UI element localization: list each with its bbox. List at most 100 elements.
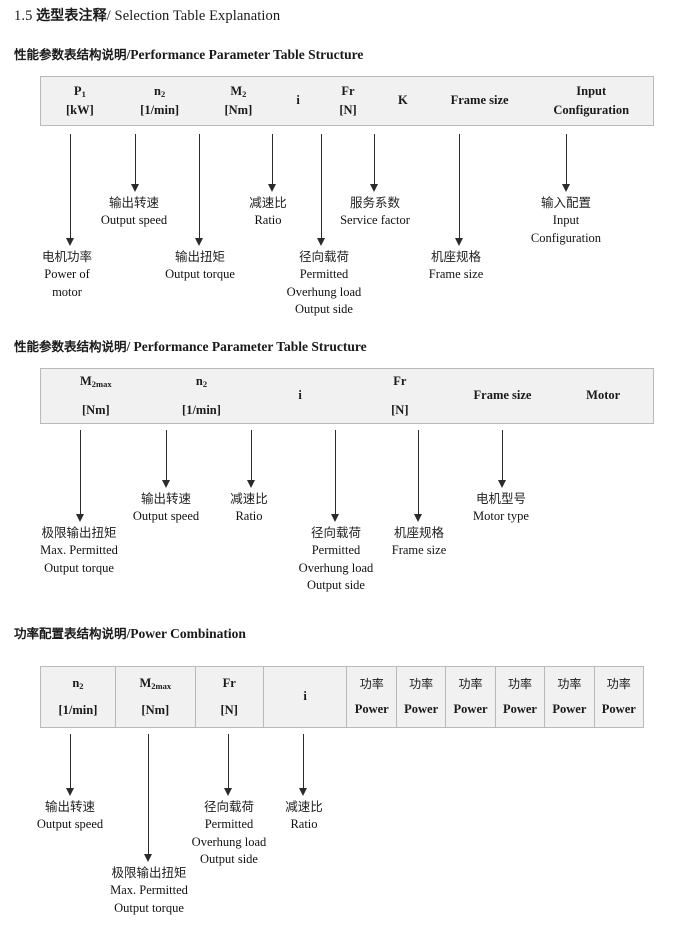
label-permitted-overhung-load: 径向载荷 Permitted Overhung load Output side [286,249,362,317]
table3-col-power-4-en: Power [502,701,537,716]
table2-col-n2-unit: [1/min] [182,403,221,417]
table3-col-power-1-en: Power [354,701,389,716]
table1-col-n2-unit: [1/min] [140,103,180,117]
table3-col-power-5-cn: 功率 [557,677,582,692]
table1-col-frame-size-label: Frame size [450,93,509,108]
section-heading-3-cn: 功率配置表结构说明 [14,626,127,641]
table1-col-m2: M2 [Nm] [200,77,276,125]
table3-col-power-3: 功率 Power [445,667,494,727]
label-service-factor: 服务系数 Service factor [340,195,410,227]
section-heading-3-en: Power Combination [130,626,246,641]
table1-col-k-symbol: K [397,93,408,108]
arrow-to-output-speed [131,134,140,192]
label-input-configuration: 输入配置 Input Configuration [530,195,602,245]
section-heading-1: 性能参数表结构说明/Performance Parameter Table St… [14,44,363,63]
arrow2-to-permitted-overhung-load [331,430,340,522]
table1-col-p1: P1 [kW] [41,77,119,125]
arrow-to-frame-size [455,134,464,246]
arrow3-to-ratio [299,734,308,796]
table3-col-power-6-cn: 功率 [606,677,631,692]
table3-col-m2max-unit: [Nm] [141,703,170,717]
table2-col-n2-symbol: n2 [195,373,208,389]
arrow3-to-output-speed [66,734,75,796]
section-heading-2-cn: 性能参数表结构说明 [14,339,127,354]
table2-col-m2max-unit: [Nm] [81,403,110,417]
arrow2-to-frame-size [414,430,423,522]
section-heading-2-sep: / [126,339,131,354]
table2-col-m2max: M2max [Nm] [41,369,151,423]
table1-col-fr: Fr [N] [320,77,376,125]
performance-parameter-table-2: M2max [Nm] n2 [1/min] i Fr [N] Frame siz… [40,368,654,424]
table3-col-n2-symbol: n2 [72,675,84,691]
table1-col-i: i [276,77,320,125]
label2-motor-type: 电机型号 Motor type [473,491,529,523]
arrow-to-ratio [268,134,277,192]
section-heading-2-en: Performance Parameter Table Structure [133,339,367,354]
arrow-to-power-of-motor [66,134,75,246]
label3-output-speed: 输出转速 Output speed [36,799,104,831]
page-title: 1.5 选型表注释/ Selection Table Explanation [14,5,280,25]
table1-col-input-configuration: Input Configuration [529,77,653,125]
table1-col-frame-size: Frame size [430,77,530,125]
arrow-to-output-torque [195,134,204,246]
table3-col-power-5-en: Power [552,701,587,716]
section-number: 1.5 [14,8,33,24]
table1-col-fr-unit: [N] [339,103,357,117]
label-ratio: 减速比 Ratio [249,195,287,227]
table3-col-power-4: 功率 Power [494,667,544,727]
table2-col-motor: Motor [553,369,653,423]
table3-col-n2: n2 [1/min] [41,667,115,727]
table3-col-fr: Fr [N] [194,667,263,727]
label-frame-size: 机座规格 Frame size [428,249,484,281]
table3-col-power-2-en: Power [404,701,439,716]
table3-col-n2-unit: [1/min] [58,703,98,717]
label-power-of-motor: 电机功率 Power of motor [41,249,92,299]
table3-col-power-1-cn: 功率 [359,677,384,692]
table3-col-m2max-symbol: M2max [139,675,172,691]
section-heading-1-sep: / [126,47,131,62]
arrow2-to-motor-type [498,430,507,488]
arrow3-to-permitted-overhung-load [224,734,233,796]
arrow2-to-output-speed [162,430,171,488]
table3-col-i-symbol: i [303,689,307,704]
table3-col-power-2-cn: 功率 [409,677,434,692]
table3-col-fr-unit: [N] [220,703,238,717]
table1-col-p1-unit: [kW] [65,103,94,117]
table2-col-fr: Fr [N] [348,369,452,423]
label3-permitted-overhung-load: 径向载荷 Permitted Overhung load Output side [191,799,267,867]
arrow2-to-ratio [247,430,256,488]
table3-col-power-5: 功率 Power [544,667,593,727]
arrow3-to-max-permitted-output-torque [144,734,153,862]
table3-col-power-6-en: Power [601,701,636,716]
table2-col-frame-size: Frame size [452,369,554,423]
section-heading-1-cn: 性能参数表结构说明 [14,47,127,62]
table1-col-m2-unit: [Nm] [224,103,253,117]
label2-permitted-overhung-load: 径向载荷 Permitted Overhung load Output side [298,525,374,593]
table1-col-m2-symbol: M2 [230,83,247,99]
label2-ratio: 减速比 Ratio [230,491,268,523]
table3-col-power-1: 功率 Power [346,667,395,727]
table1-col-input-configuration-l2: Configuration [553,103,630,117]
table1-col-fr-symbol: Fr [341,83,355,98]
table3-col-power-3-cn: 功率 [458,677,483,692]
label2-frame-size: 机座规格 Frame size [391,525,447,557]
table2-col-fr-symbol: Fr [393,373,407,388]
label2-max-permitted-output-torque: 极限输出扭矩 Max. Permitted Output torque [40,525,118,575]
table3-col-power-4-cn: 功率 [507,677,532,692]
section-heading-2: 性能参数表结构说明/ Performance Parameter Table S… [14,336,367,355]
table2-col-fr-unit: [N] [391,403,409,417]
performance-parameter-table-1: P1 [kW] n2 [1/min] M2 [Nm] i Fr [N] K Fr… [40,76,654,126]
label-output-torque: 输出扭矩 Output torque [165,249,235,281]
table2-col-m2max-symbol: M2max [79,373,112,389]
table3-col-i: i [262,667,347,727]
label2-output-speed: 输出转速 Output speed [132,491,200,523]
table1-col-k: K [376,77,430,125]
arrow-to-service-factor [370,134,379,192]
table2-col-i-symbol: i [298,388,302,403]
table1-col-n2-symbol: n2 [154,83,166,99]
table2-col-frame-size-label: Frame size [473,388,532,403]
table2-col-n2: n2 [1/min] [151,369,253,423]
page-title-en: Selection Table Explanation [114,8,281,24]
label-output-speed: 输出转速 Output speed [100,195,168,227]
